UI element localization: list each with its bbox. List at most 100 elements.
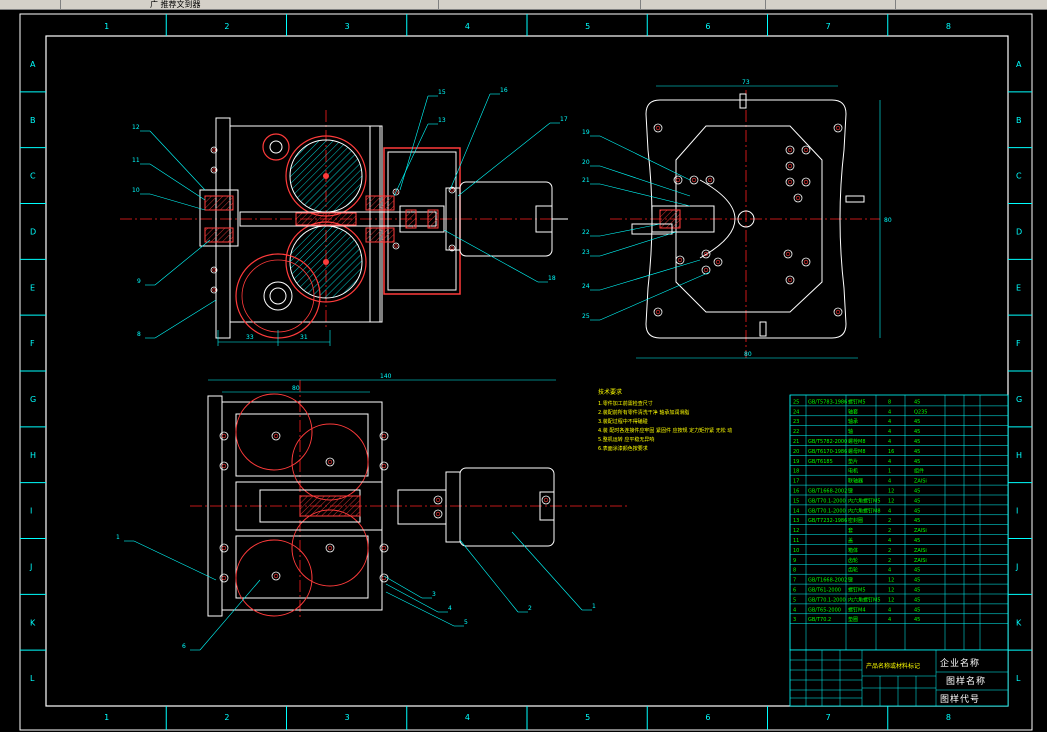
gear-outline bbox=[291, 509, 369, 587]
toolbar-label[interactable]: 广 推荐文到器 bbox=[150, 0, 201, 9]
callout-number: 5 bbox=[464, 619, 468, 626]
leader-line bbox=[154, 239, 211, 286]
zone-column-label: 8 bbox=[946, 22, 951, 31]
bom-cell-material: 45 bbox=[914, 518, 920, 524]
bom-cell-material: ZAlSi bbox=[914, 548, 927, 554]
bom-cell-name: 螺钉M4 bbox=[848, 606, 866, 613]
leader-line bbox=[511, 531, 583, 611]
dimension-text: 33 bbox=[246, 334, 254, 341]
bom-cell-material: 45 bbox=[914, 429, 920, 435]
bom-cell-index: 10 bbox=[793, 548, 799, 554]
notes-title: 技术要求 bbox=[598, 388, 622, 396]
bolt-head bbox=[210, 146, 218, 154]
bom-cell-index: 23 bbox=[793, 419, 799, 425]
bolt-head bbox=[801, 257, 811, 267]
bolt-hole bbox=[394, 244, 398, 248]
bolt-head bbox=[785, 145, 795, 155]
callout-number: 10 bbox=[132, 187, 140, 194]
bolt-head bbox=[210, 286, 218, 294]
output-shaft bbox=[631, 223, 673, 235]
bom-cell-qty: 4 bbox=[888, 607, 891, 613]
bolt-head bbox=[785, 275, 795, 285]
zone-row-label: L bbox=[1016, 674, 1021, 683]
leader-line bbox=[457, 122, 551, 197]
bolt-hole bbox=[221, 545, 227, 551]
callout-number: 9 bbox=[137, 278, 141, 285]
bom-cell-name: 螺钉M5 bbox=[848, 398, 866, 405]
callout-number: 11 bbox=[132, 157, 140, 164]
bom-cell-material: 45 bbox=[914, 597, 920, 603]
bom-cell-material: 45 bbox=[914, 399, 920, 405]
callout-number: 15 bbox=[438, 89, 446, 96]
leader-line bbox=[449, 93, 491, 191]
bom-cell-material: ZAlSi bbox=[914, 528, 927, 534]
gear-outline bbox=[235, 393, 313, 471]
zone-row-label: G bbox=[30, 395, 36, 404]
bolt-hole bbox=[787, 179, 793, 185]
bom-cell-standard: GB/T70.1-2000 bbox=[808, 508, 846, 514]
callout-number: 13 bbox=[438, 117, 446, 124]
zone-row-label: B bbox=[1016, 116, 1022, 125]
callout-number: 2 bbox=[528, 605, 532, 612]
bom-cell-material: Q235 bbox=[914, 409, 927, 415]
bom-cell-material: 45 bbox=[914, 617, 920, 623]
callout-number: 8 bbox=[137, 331, 141, 338]
bom-cell-index: 15 bbox=[793, 498, 799, 504]
title-block-border bbox=[789, 649, 1009, 707]
small-gear-hub bbox=[269, 140, 283, 154]
zone-row-label: F bbox=[1016, 339, 1021, 348]
zone-row-label: B bbox=[30, 116, 36, 125]
zone-column-label: 1 bbox=[104, 22, 109, 31]
bom-cell-standard: GB/T5782-2000 bbox=[808, 439, 847, 445]
bom-cell-qty: 2 bbox=[888, 548, 891, 554]
bom-cell-material: 45 bbox=[914, 538, 920, 544]
notes-line: 4.装 配时各连接件应牢固 紧固件 应按规 定力矩拧紧 无松 动 bbox=[598, 427, 732, 434]
toolbar-separator bbox=[765, 0, 766, 9]
bolt-hole bbox=[715, 259, 721, 265]
bolt-head bbox=[801, 145, 811, 155]
bom-cell-material: 45 bbox=[914, 588, 920, 594]
bom-cell-standard: GB/T7232-1986 bbox=[808, 518, 847, 524]
shaft-hub bbox=[737, 210, 755, 228]
zone-column-label: 4 bbox=[465, 22, 470, 31]
roller-bay-lower bbox=[235, 535, 369, 599]
stub-shaft bbox=[845, 195, 865, 203]
bolt-head bbox=[379, 461, 389, 471]
bolt-head bbox=[785, 161, 795, 171]
title-block[interactable]: 产品名称或材料标记 企业名称 图样名称 图样代号 bbox=[789, 649, 1009, 707]
bolt-hole bbox=[221, 575, 227, 581]
bom-cell-qty: 12 bbox=[888, 498, 894, 504]
bom-cell-index: 22 bbox=[793, 429, 799, 435]
bolt-head bbox=[675, 255, 685, 265]
leader-line bbox=[599, 259, 701, 291]
bolt-hole bbox=[221, 433, 227, 439]
notes-line: 2.装配前所有零件清洗干净 轴承加润滑脂 bbox=[598, 409, 689, 416]
company-name: 企业名称 bbox=[940, 657, 980, 669]
bom-cell-name: 内六角螺钉M8 bbox=[848, 507, 881, 514]
base-plate bbox=[645, 99, 847, 339]
bolt-hole bbox=[785, 251, 791, 257]
housing-body bbox=[229, 125, 381, 323]
bolt-head bbox=[448, 244, 456, 252]
zone-row-label: D bbox=[1016, 227, 1022, 236]
leader-line bbox=[154, 299, 217, 339]
zone-row-label: C bbox=[30, 172, 36, 181]
shaft-key-section bbox=[295, 212, 357, 226]
bom-cell-standard: GB/T6170-1986 bbox=[808, 449, 847, 455]
bom-cell-material: 45 bbox=[914, 439, 920, 445]
callout-number: 1 bbox=[116, 534, 120, 541]
callout-number: 3 bbox=[432, 591, 436, 598]
zone-column-label: 1 bbox=[104, 713, 109, 722]
bolt-hole bbox=[381, 433, 387, 439]
leader-line bbox=[399, 95, 429, 191]
material-mark: 产品名称或材料标记 bbox=[866, 662, 920, 670]
bom-cell-index: 20 bbox=[793, 449, 799, 455]
callout-number: 16 bbox=[500, 87, 508, 94]
zone-row-label: G bbox=[1016, 395, 1022, 404]
callout-number: 12 bbox=[132, 124, 140, 131]
